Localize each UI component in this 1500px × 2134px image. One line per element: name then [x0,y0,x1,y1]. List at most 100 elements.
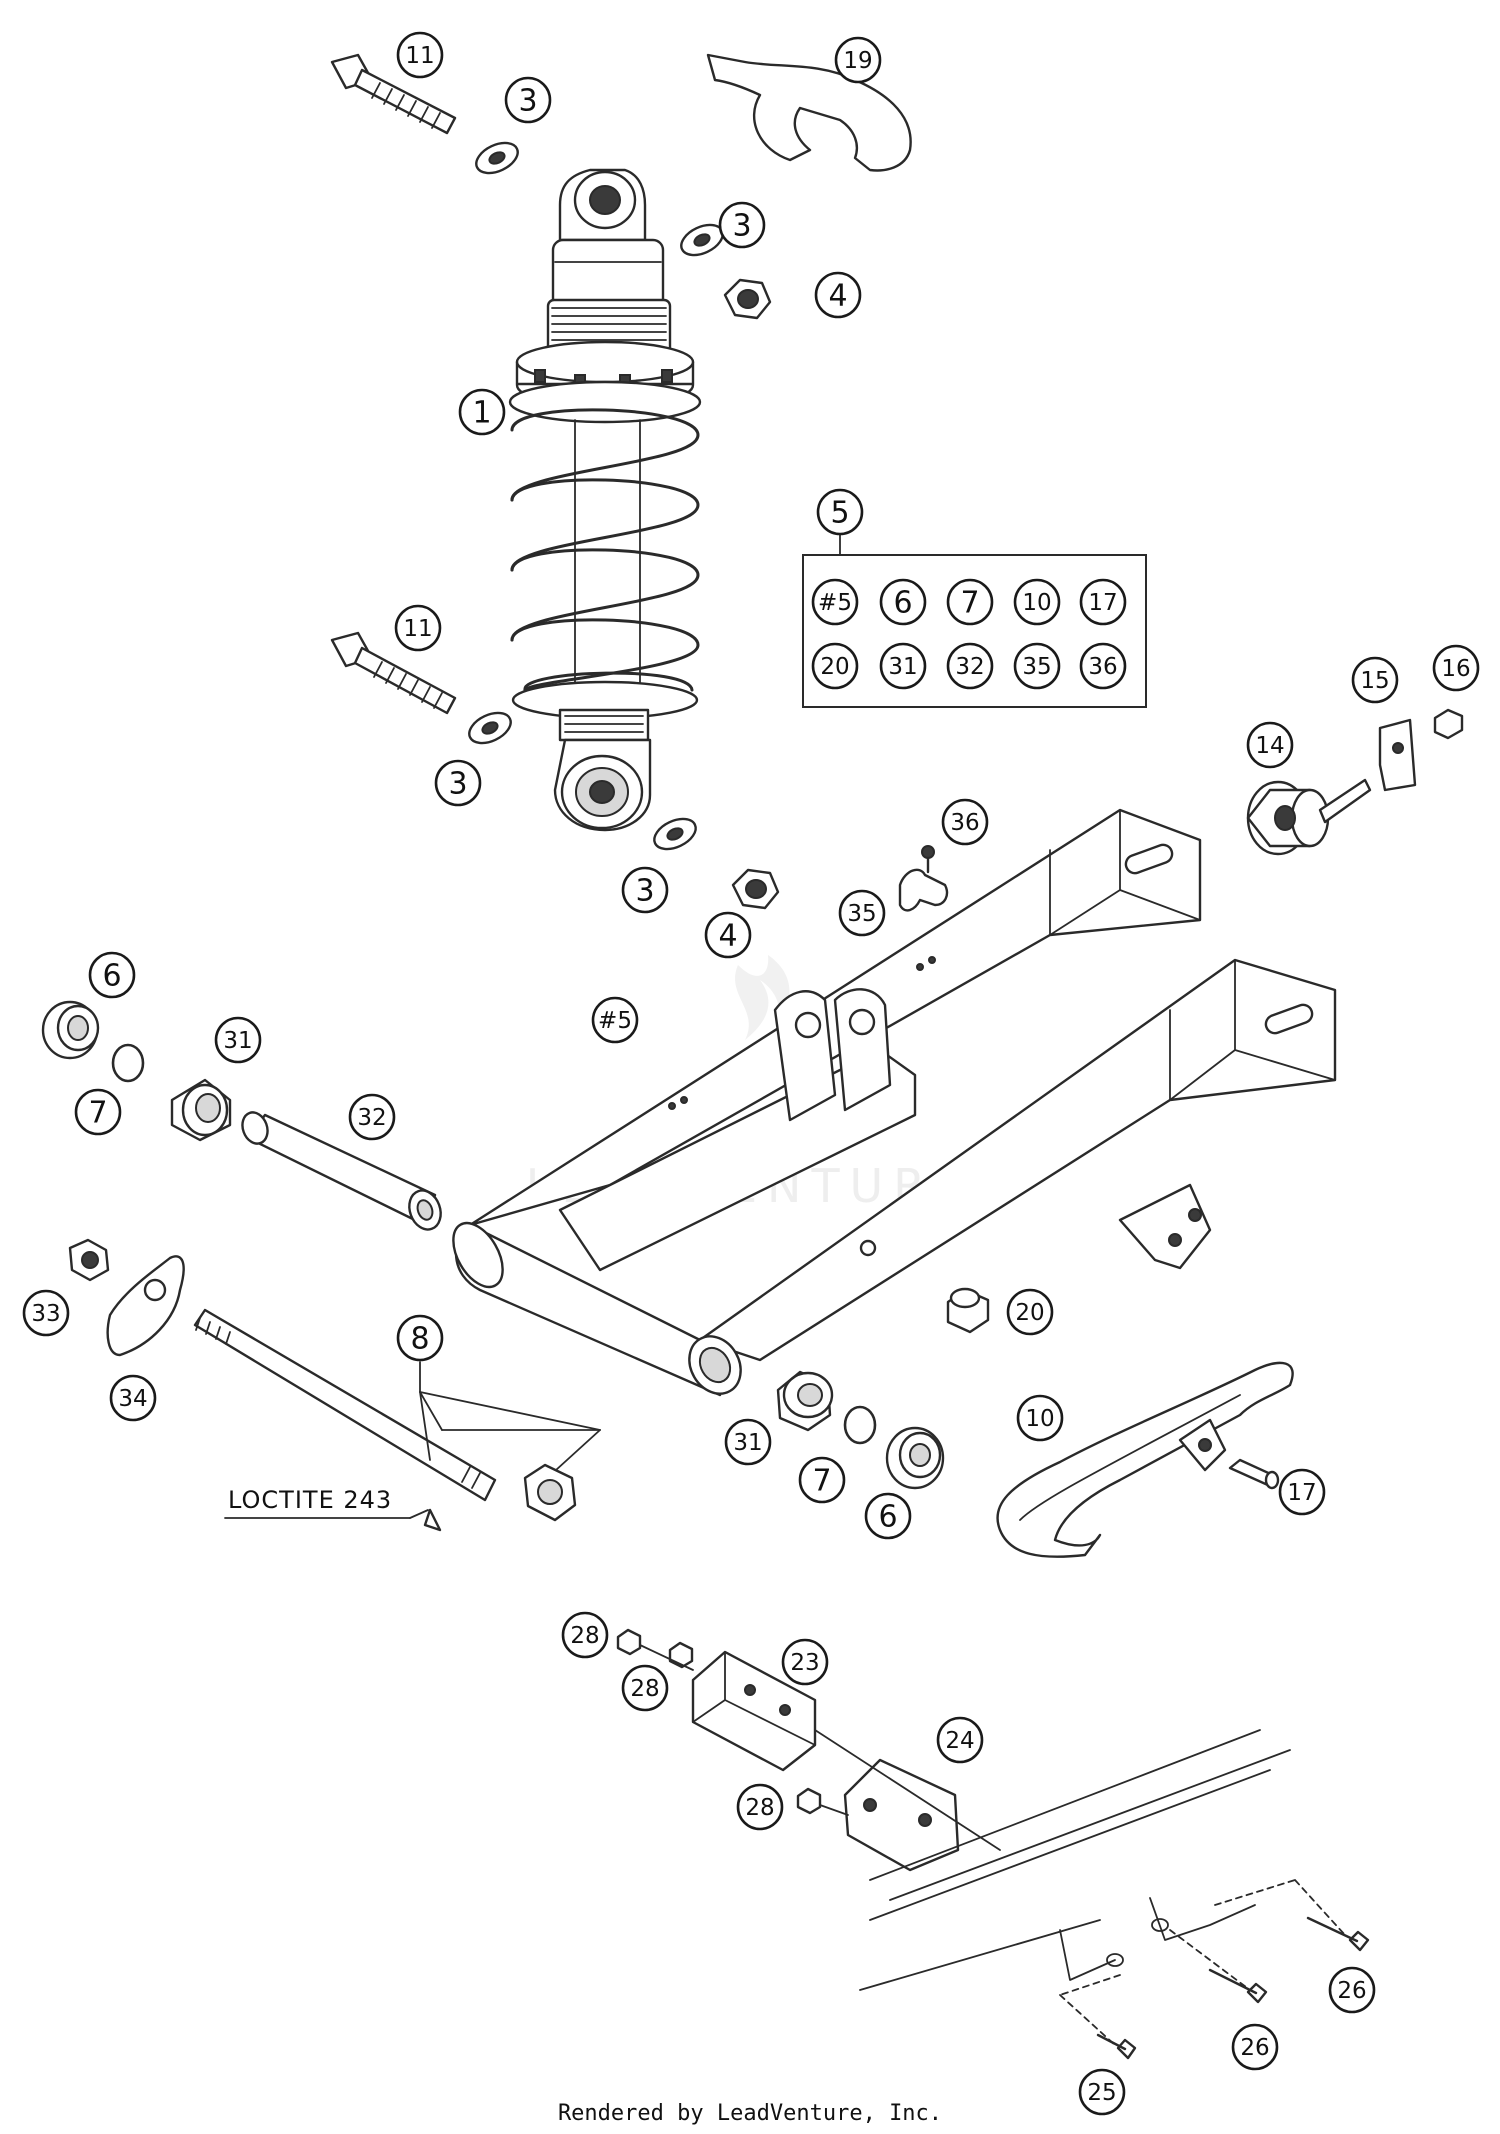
callout-15-circle [1351,656,1399,704]
kit-item-35-circle [1013,642,1061,690]
callout-26: 26 [1328,1966,1376,2014]
kit-item-36-label: 36 [1088,654,1117,680]
callout-32: 32 [348,1093,396,1141]
callout-14-circle [1246,721,1294,769]
kit-item-kit-5: #5 [811,578,859,626]
callout-20-circle [1006,1288,1054,1336]
washers-3 [468,141,724,851]
callout-33: 33 [22,1289,70,1337]
callout-17-label: 17 [1287,1480,1316,1506]
kit-item-7-circle [946,578,994,626]
callout-3-circle [504,76,552,124]
callout-31: 31 [724,1418,772,1466]
callout-26-circle [1328,1966,1376,2014]
callout-kit-5: #5 [591,996,639,1044]
callout-6-label: 6 [878,1500,897,1535]
chain-guide-10 [996,1361,1294,1558]
callout-32-label: 32 [357,1105,386,1131]
callout-7: 7 [798,1456,846,1504]
callout-11: 11 [396,31,444,79]
callout-7-label: 7 [812,1464,831,1499]
pivot-right-parts [776,1370,945,1490]
callout-7-label: 7 [88,1096,107,1131]
callout-6: 6 [864,1492,912,1540]
callout-28-circle [561,1611,609,1659]
callout-25-circle [1078,2068,1126,2116]
kit-item-6-label: 6 [893,586,912,621]
callout-33-circle [22,1289,70,1337]
callout-11-label: 11 [405,43,434,69]
callout-kit-5-circle [591,996,639,1044]
callout-3-label: 3 [635,874,654,909]
callout-3: 3 [434,759,482,807]
kit-item-35-label: 35 [1022,654,1051,680]
kit-item-7: 7 [946,578,994,626]
callout-24-label: 24 [945,1728,974,1754]
callout-32-circle [348,1093,396,1141]
callout-17-circle [1278,1468,1326,1516]
callout-16: 16 [1432,644,1480,692]
nuts-4 [723,278,780,910]
callout-28-label: 28 [630,1676,659,1702]
kit-item-31-circle [879,642,927,690]
kit-item-32: 32 [946,642,994,690]
loctite-note: LOCTITE 243 [228,1486,392,1514]
callout-3-circle [718,201,766,249]
callout-5-label: 5 [830,496,849,531]
callout-14: 14 [1246,721,1294,769]
callout-34-label: 34 [118,1386,147,1412]
callout-3: 3 [504,76,552,124]
callout-7-circle [798,1456,846,1504]
kit-item-35: 35 [1013,642,1061,690]
kit-item-kit-5-circle [811,578,859,626]
callout-28-circle [621,1664,669,1712]
callout-28: 28 [621,1664,669,1712]
callout-5-circle [816,488,864,536]
callout-kit-5-label: #5 [598,1008,632,1034]
callout-31: 31 [214,1016,262,1064]
callout-17: 17 [1278,1468,1326,1516]
callout-8-label: 8 [410,1322,429,1357]
callout-34-circle [109,1374,157,1422]
callout-34: 34 [109,1374,157,1422]
callout-19-circle [834,36,882,84]
callout-23: 23 [781,1638,829,1686]
callout-31-label: 31 [733,1430,762,1456]
kit-item-17-circle [1079,578,1127,626]
callout-33-label: 33 [31,1301,60,1327]
kit-item-kit-5-label: #5 [818,590,852,616]
callout-26: 26 [1231,2023,1279,2071]
bolts-25-26 [1096,1916,1370,2060]
callout-15-label: 15 [1360,668,1389,694]
callout-35-circle [838,889,886,937]
callout-15: 15 [1351,656,1399,704]
spanner-wrench-19 [706,53,912,172]
callout-6: 6 [88,951,136,999]
callout-1: 1 [458,388,506,436]
callout-28-label: 28 [570,1623,599,1649]
callout-19: 19 [834,36,882,84]
callout-26-label: 26 [1240,2035,1269,2061]
callout-10: 10 [1016,1394,1064,1442]
callout-36-label: 36 [950,810,979,836]
callout-3-label: 3 [448,767,467,802]
callout-35-label: 35 [847,901,876,927]
callout-7-circle [74,1088,122,1136]
callout-4-circle [814,271,862,319]
kit-item-7-label: 7 [960,586,979,621]
callout-20-label: 20 [1015,1300,1044,1326]
callout-6-circle [864,1492,912,1540]
callout-23-circle [781,1638,829,1686]
chain-adjuster-14-15-16 [1246,708,1464,856]
callout-16-label: 16 [1441,656,1470,682]
callout-7: 7 [74,1088,122,1136]
kit-item-10-circle [1013,578,1061,626]
kit-item-36-circle [1079,642,1127,690]
kit-item-6: 6 [879,578,927,626]
kit-item-6-circle [879,578,927,626]
bolt-11-top [330,53,457,135]
callout-3: 3 [621,866,669,914]
callout-4: 4 [704,911,752,959]
